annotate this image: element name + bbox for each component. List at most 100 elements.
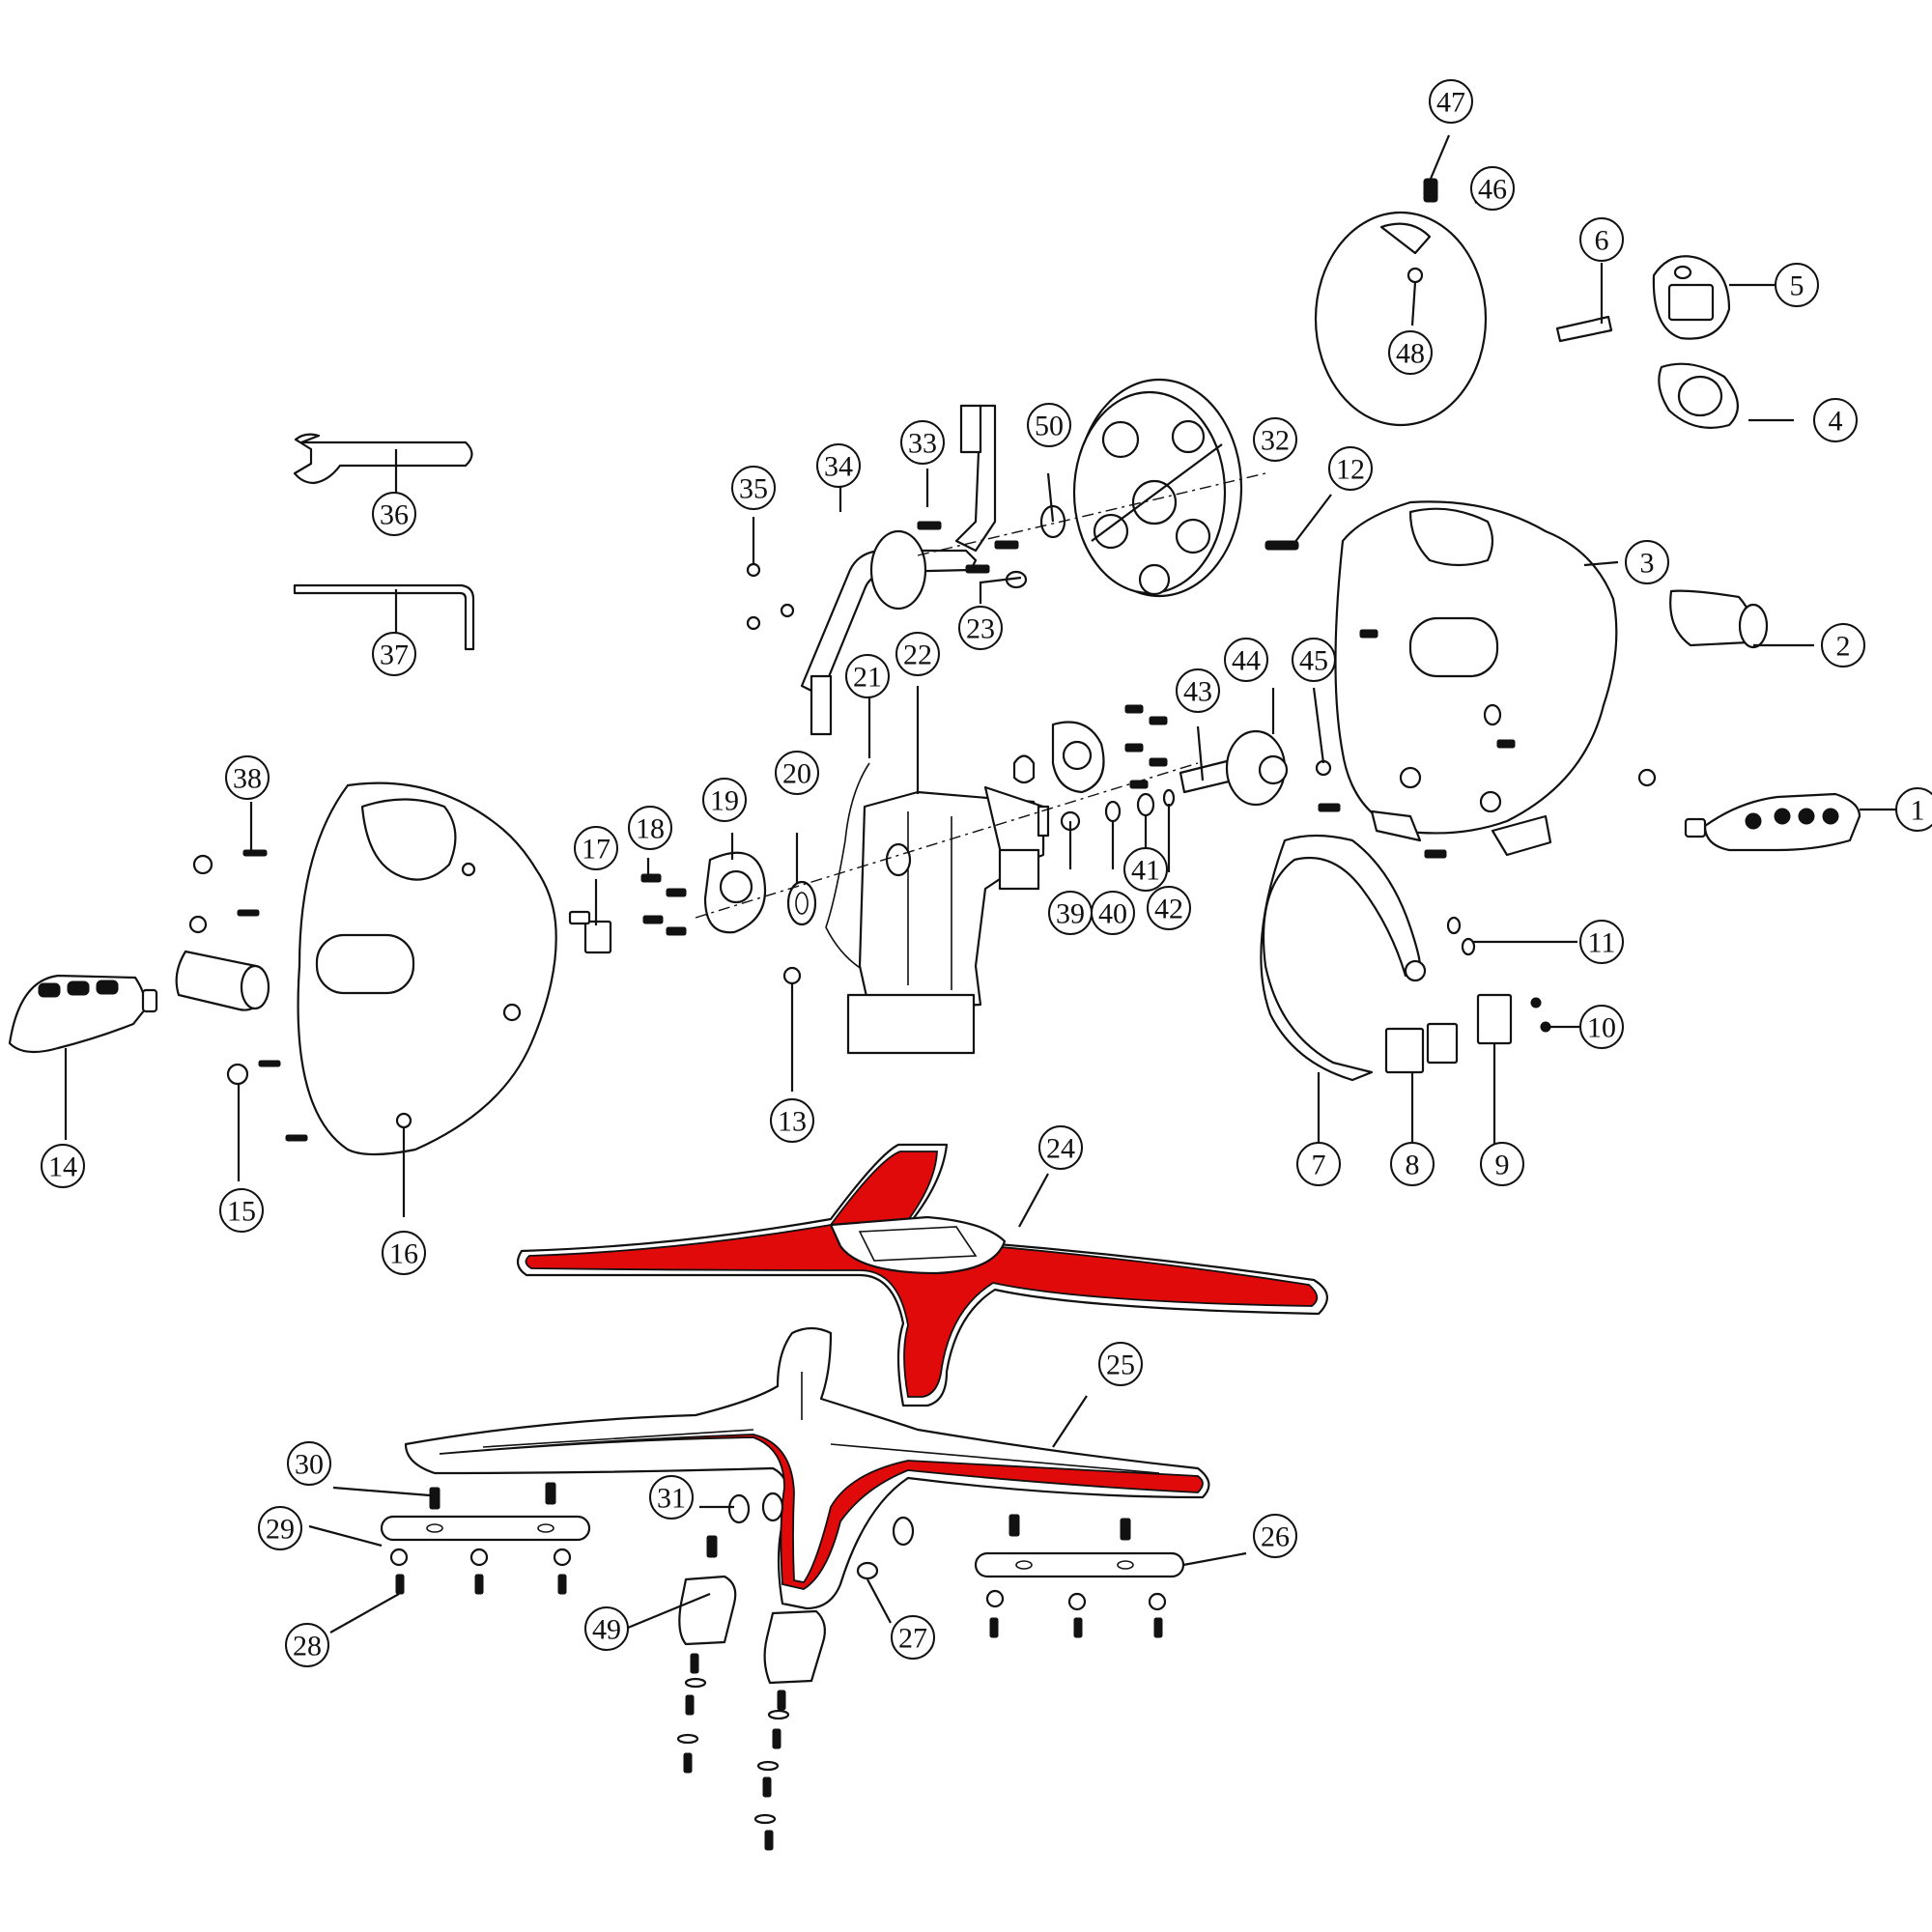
callout-circle: [1388, 330, 1433, 375]
callout-number: 33: [908, 428, 937, 460]
callout-circle: [891, 1615, 935, 1660]
callout-30: 30: [287, 1441, 331, 1486]
callout-circle: [1429, 79, 1473, 124]
callout-24: 24: [1038, 1125, 1083, 1170]
callout-number: 5: [1790, 270, 1804, 302]
callout-43: 43: [1176, 668, 1220, 713]
left-side-cover: [297, 781, 557, 1156]
callout-4: 4: [1813, 398, 1858, 442]
callout-16: 16: [382, 1231, 426, 1275]
callout-10: 10: [1579, 1005, 1624, 1049]
callout-11: 11: [1579, 920, 1624, 964]
callout-circle: [41, 1144, 85, 1188]
post-fasteners: [746, 521, 1028, 631]
callout-number: 13: [778, 1106, 807, 1138]
callout-circle: [1480, 1142, 1524, 1186]
callout-circle: [1328, 446, 1373, 491]
callout-circle: [958, 606, 1003, 650]
callout-circle: [1579, 920, 1624, 964]
callout-19: 19: [702, 778, 747, 822]
callout-29: 29: [258, 1506, 302, 1550]
callout-circle: [1038, 1125, 1083, 1170]
callout-number: 45: [1299, 645, 1328, 677]
belt-bracket-right: [1476, 993, 1513, 1045]
callout-number: 41: [1131, 855, 1160, 887]
callout-number: 26: [1261, 1521, 1290, 1553]
callout-circle: [225, 755, 270, 800]
callout-48: 48: [1388, 330, 1433, 375]
crank-centerline: [695, 762, 1199, 919]
callout-41: 41: [1123, 847, 1168, 892]
callout-circle: [382, 1231, 426, 1275]
callout-5: 5: [1775, 263, 1819, 307]
flywheel: [1072, 378, 1243, 598]
callout-circle: [1821, 623, 1865, 668]
callout-number: 15: [227, 1196, 256, 1228]
callout-number: 43: [1183, 676, 1212, 708]
callout-number: 20: [782, 758, 811, 790]
callout-20: 20: [775, 751, 819, 795]
callout-14: 14: [41, 1144, 85, 1188]
belt-bracket-left: [1384, 1022, 1459, 1074]
sensor-part: [568, 910, 612, 954]
callout-circle: [1775, 263, 1819, 307]
callout-50: 50: [1027, 403, 1071, 447]
callout-17: 17: [574, 826, 618, 870]
right-pedal: [1684, 792, 1861, 852]
callout-number: 44: [1232, 645, 1261, 677]
callout-number: 32: [1261, 425, 1290, 457]
handle-tube: [1669, 589, 1769, 649]
callout-34: 34: [816, 443, 861, 488]
callout-circle: [649, 1475, 694, 1520]
tension-spring: [1446, 916, 1476, 956]
front-foot-pads: [678, 1575, 826, 1685]
callout-number: 31: [657, 1483, 686, 1515]
callout-circle: [1625, 540, 1669, 584]
leader-lines: [64, 134, 1896, 1634]
callout-45: 45: [1292, 638, 1336, 682]
callout-circle: [574, 826, 618, 870]
callout-circle: [372, 492, 416, 536]
callout-number: 9: [1495, 1150, 1510, 1181]
left-cover-fasteners: [188, 849, 308, 1142]
callout-7: 7: [1296, 1142, 1341, 1186]
callout-circle: [1470, 166, 1515, 211]
callout-number: 10: [1587, 1012, 1616, 1044]
callout-circle: [816, 443, 861, 488]
callout-number: 47: [1436, 87, 1465, 119]
callout-35: 35: [731, 466, 776, 510]
callout-number: 24: [1046, 1133, 1075, 1165]
callout-number: 50: [1035, 411, 1064, 442]
callout-number: 22: [903, 639, 932, 671]
callout-circle: [1390, 1142, 1435, 1186]
callout-number: 23: [966, 613, 995, 645]
callout-circle: [287, 1441, 331, 1486]
left-pedal: [8, 974, 158, 1054]
callout-31: 31: [649, 1475, 694, 1520]
callout-12: 12: [1328, 446, 1373, 491]
bearing-plate: [703, 851, 767, 934]
sensor-wire: [825, 762, 870, 972]
callout-circle: [219, 1188, 264, 1233]
flywheel-cover: [1314, 211, 1488, 427]
callout-39: 39: [1048, 891, 1093, 935]
callout-number: 38: [233, 763, 262, 795]
callout-number: 17: [582, 834, 611, 866]
frame-bushing: [782, 966, 802, 985]
callout-circle: [1224, 638, 1268, 682]
callout-1: 1: [1895, 787, 1932, 832]
callout-44: 44: [1224, 638, 1268, 682]
callout-27: 27: [891, 1615, 935, 1660]
callout-circle: [702, 778, 747, 822]
callout-number: 6: [1595, 225, 1609, 257]
callout-number: 39: [1056, 898, 1085, 930]
brake-belt: [1260, 834, 1427, 1082]
callout-28: 28: [285, 1623, 329, 1667]
callout-circle: [285, 1623, 329, 1667]
right-foot-bar: [974, 1551, 1185, 1578]
callout-circle: [1296, 1142, 1341, 1186]
callout-number: 7: [1312, 1150, 1326, 1181]
callout-number: 34: [824, 451, 853, 483]
callout-circle: [1123, 847, 1168, 892]
